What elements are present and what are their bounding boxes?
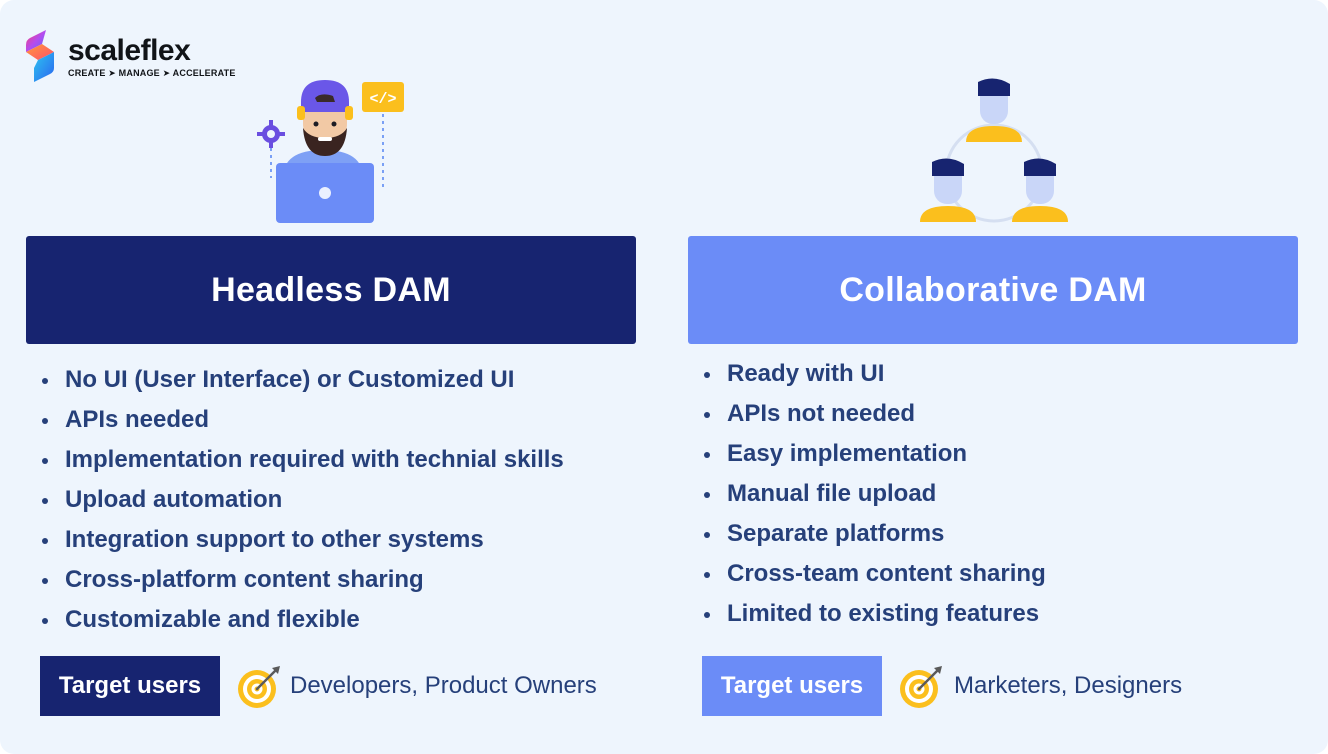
headless-target-users-text: Developers, Product Owners — [290, 672, 597, 699]
list-item: Limited to existing features — [702, 596, 1046, 636]
scaleflex-logo: scaleflex CREATE ➤ MANAGE ➤ ACCELERATE — [24, 28, 264, 88]
list-item: Integration support to other systems — [40, 522, 564, 562]
scaleflex-logo-mark-icon — [26, 30, 54, 82]
list-item: APIs not needed — [702, 396, 1046, 436]
logo-brand-name: scaleflex — [68, 34, 191, 67]
headless-target-users-badge: Target users — [40, 656, 220, 716]
team-member-icon — [1012, 158, 1068, 222]
list-item: Ready with UI — [702, 356, 1046, 396]
team-member-icon — [966, 78, 1022, 142]
team-member-icon — [920, 158, 976, 222]
target-icon — [900, 666, 942, 708]
target-icon — [238, 666, 280, 708]
svg-text:</>: </> — [369, 91, 396, 108]
logo-tagline: CREATE ➤ MANAGE ➤ ACCELERATE — [68, 68, 236, 78]
collaborative-target-users-text: Marketers, Designers — [954, 672, 1183, 699]
list-item: Cross-team content sharing — [702, 556, 1046, 596]
collaborative-feature-list: Ready with UI APIs not needed Easy imple… — [702, 356, 1046, 636]
collaborative-dam-header: Collaborative DAM — [688, 236, 1298, 344]
list-item: No UI (User Interface) or Customized UI — [40, 362, 564, 402]
headless-dam-header: Headless DAM — [26, 236, 636, 344]
list-item: Customizable and flexible — [40, 602, 564, 642]
list-item: Easy implementation — [702, 436, 1046, 476]
list-item: APIs needed — [40, 402, 564, 442]
gear-icon — [257, 120, 285, 148]
list-item: Upload automation — [40, 482, 564, 522]
team-network-icon — [920, 78, 1068, 223]
list-item: Implementation required with technial sk… — [40, 442, 564, 482]
list-item: Manual file upload — [702, 476, 1046, 516]
developer-laptop-icon: </> — [257, 80, 404, 223]
list-item: Separate platforms — [702, 516, 1046, 556]
collaborative-target-users-badge: Target users — [702, 656, 882, 716]
headless-feature-list: No UI (User Interface) or Customized UI … — [40, 362, 564, 642]
code-tag-icon: </> — [362, 82, 404, 112]
list-item: Cross-platform content sharing — [40, 562, 564, 602]
